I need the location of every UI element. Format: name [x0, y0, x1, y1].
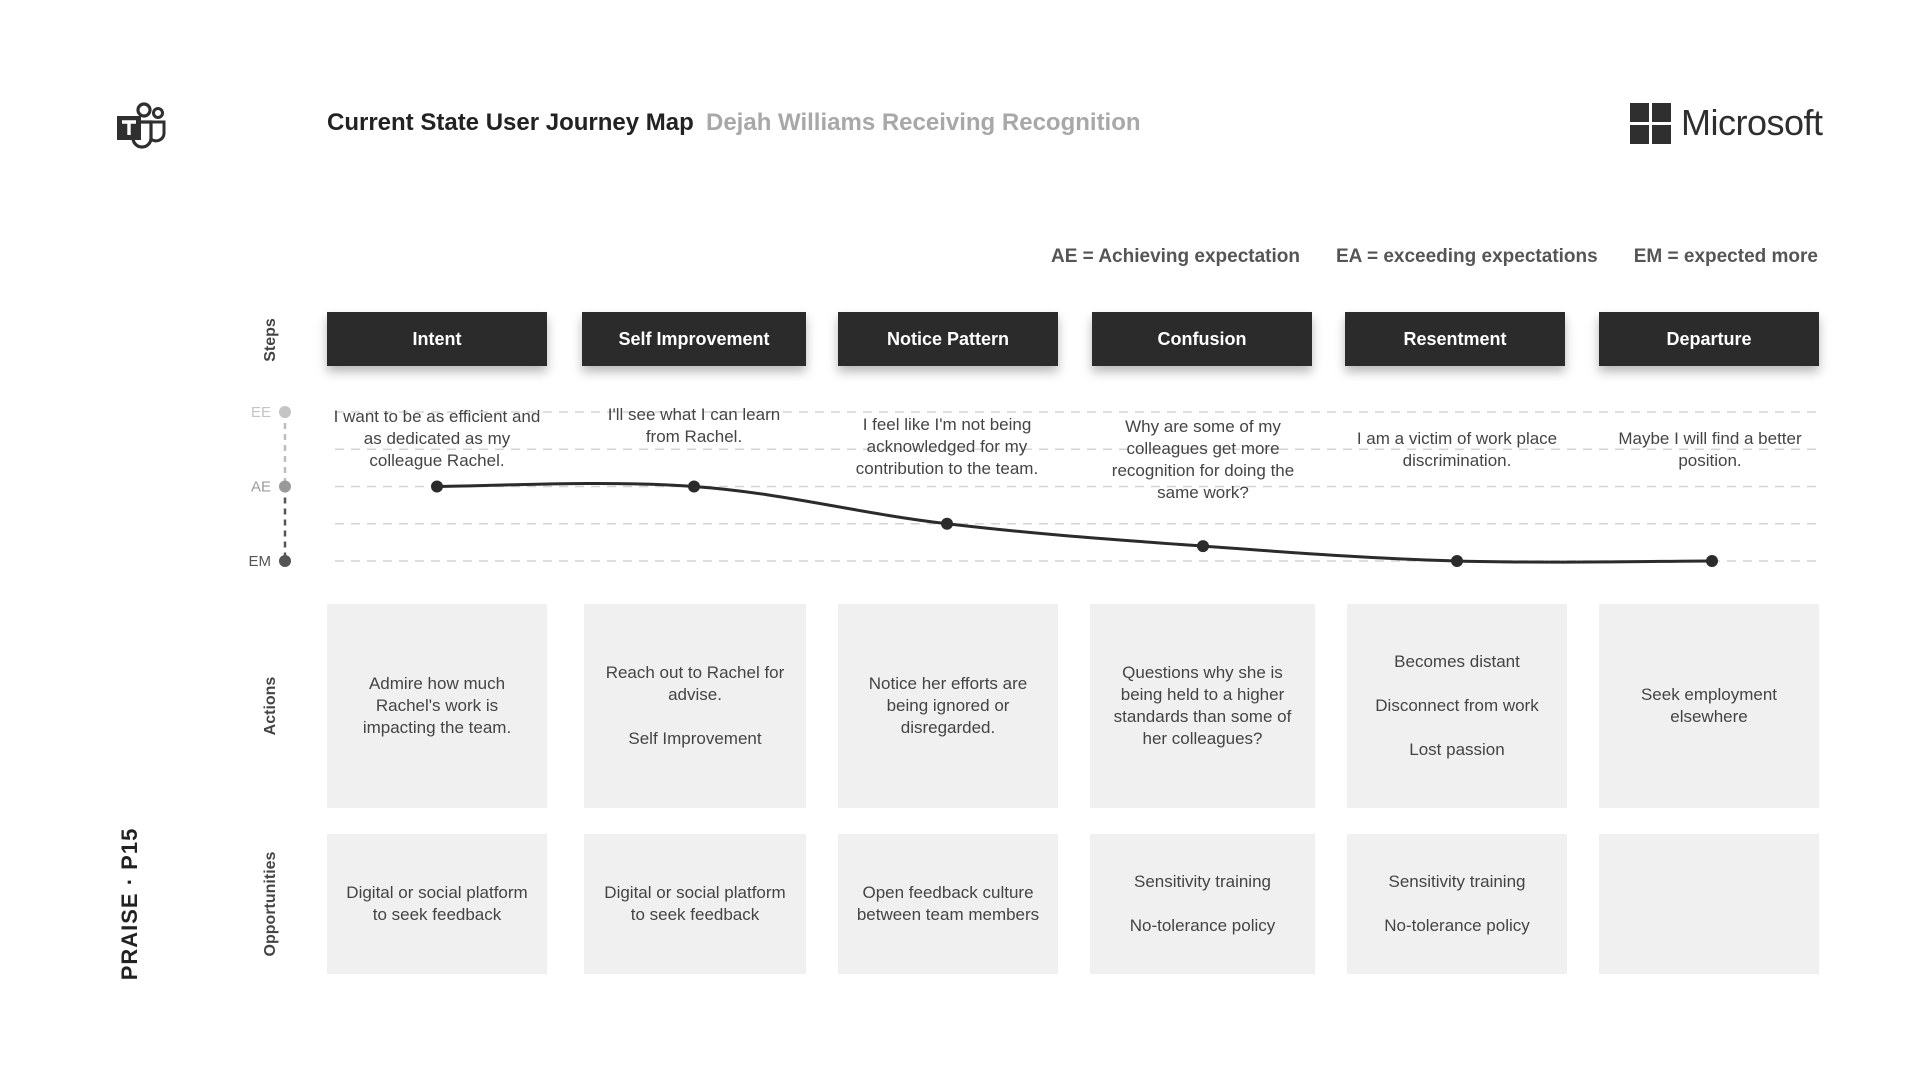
page-title: Current State User Journey Map [327, 109, 694, 136]
journey-point [941, 517, 953, 530]
row-label-steps: Steps [262, 318, 279, 362]
journey-point [688, 480, 700, 493]
quote-confusion: Why are some of my colleagues get more r… [1111, 417, 1295, 502]
step-confusion: Confusion [1092, 312, 1312, 366]
action-card-confusion: Questions why she is being held to a hig… [1090, 604, 1315, 808]
step-departure: Departure [1599, 312, 1819, 366]
page-label: PRAISE · P15 [117, 827, 142, 981]
journey-line [436, 482, 1713, 564]
axis-level-marker [279, 406, 291, 418]
microsoft-wordmark: Microsoft [1681, 102, 1823, 143]
page-subtitle: Dejah Williams Receiving Recognition [706, 109, 1141, 136]
legend: AE = Achieving expectation EA = exceedin… [1051, 246, 1818, 268]
opportunity-card-resentment: Sensitivity training No-tolerance policy [1347, 834, 1567, 974]
opportunity-card-intent: Digital or social platform to seek feedb… [327, 834, 547, 974]
quote-intent: I want to be as efficient and as dedicat… [333, 407, 541, 470]
microsoft-squares-icon [1630, 102, 1671, 144]
step-intent: Intent [327, 312, 547, 366]
action-card-resentment: Becomes distant Disconnect from work Los… [1347, 604, 1567, 808]
row-label-opportunities: Opportunities [262, 851, 279, 957]
quote-resentment: I am a victim of work place discriminati… [1356, 429, 1558, 470]
opportunity-card-self-improvement: Digital or social platform to seek feedb… [584, 834, 806, 974]
opportunity-card-notice-pattern: Open feedback culture between team membe… [838, 834, 1058, 974]
step-notice-pattern: Notice Pattern [838, 312, 1058, 366]
microsoft-logo: Microsoft [1630, 102, 1823, 144]
journey-point [1706, 555, 1718, 567]
step-resentment: Resentment [1345, 312, 1565, 366]
legend-item-ea: EA = exceeding expectations [1336, 246, 1598, 267]
teams-icon [116, 102, 168, 150]
action-card-self-improvement: Reach out to Rachel for advise. Self Imp… [584, 604, 806, 808]
quote-departure: Maybe I will find a better position. [1618, 429, 1802, 470]
journey-point [431, 480, 443, 493]
action-card-departure: Seek employment elsewhere [1599, 604, 1819, 808]
axis-tick-label: EM [249, 553, 272, 570]
opportunity-card-departure [1599, 834, 1819, 974]
step-self-improvement: Self Improvement [582, 312, 806, 366]
axis-tick-label: AE [251, 479, 271, 496]
action-card-intent: Admire how much Rachel's work is impacti… [327, 604, 547, 808]
legend-item-em: EM = expected more [1633, 246, 1818, 267]
action-card-notice-pattern: Notice her efforts are being ignored or … [838, 604, 1058, 808]
legend-item-ae: AE = Achieving expectation [1050, 246, 1300, 267]
axis-tick-label: EE [251, 404, 271, 421]
quote-self-improvement: I'll see what I can learn from Rachel. [607, 405, 781, 446]
journey-point [1451, 555, 1463, 567]
journey-point [1197, 540, 1209, 553]
row-label-actions: Actions [262, 676, 279, 736]
quote-notice-pattern: I feel like I'm not being acknowledged f… [855, 415, 1039, 478]
opportunity-card-confusion: Sensitivity training No-tolerance policy [1090, 834, 1315, 974]
axis-level-marker [279, 480, 291, 493]
axis-level-marker [279, 555, 291, 567]
